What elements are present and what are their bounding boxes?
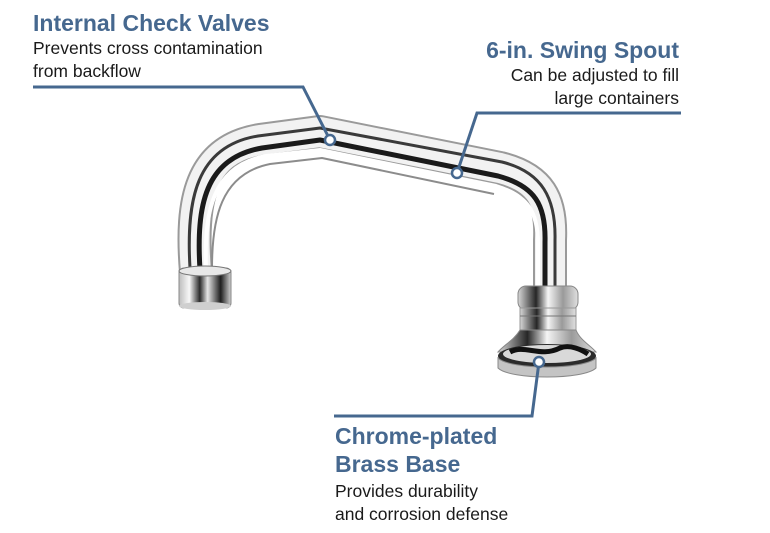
callout-title-check-valves: Internal Check Valves (33, 10, 270, 36)
callout-title-swing-spout: 6-in. Swing Spout (486, 37, 679, 63)
callout-desc-check-valves-line-2: from backflow (33, 61, 141, 81)
callout-desc-brass-base-line-1: Provides durability (335, 481, 478, 501)
callout-desc-swing-spout-line-2: large containers (554, 88, 679, 108)
callout-title-brass-base-line-2: Brass Base (335, 451, 461, 477)
leader-line-brass-base (334, 355, 546, 418)
faucet-base (496, 285, 598, 378)
callout-desc-check-valves-line-1: Prevents cross contamination (33, 38, 263, 58)
callout-desc-swing-spout-line-1: Can be adjusted to fill (510, 65, 679, 85)
leader-line-check-valves (33, 85, 337, 147)
spout-tip (178, 265, 232, 310)
leader-line-swing-spout (450, 111, 681, 180)
callout-title-brass-base-line-1: Chrome-plated (335, 423, 498, 449)
callout-desc-brass-base-line-2: and corrosion defense (335, 504, 509, 524)
spout-tube (177, 115, 568, 292)
